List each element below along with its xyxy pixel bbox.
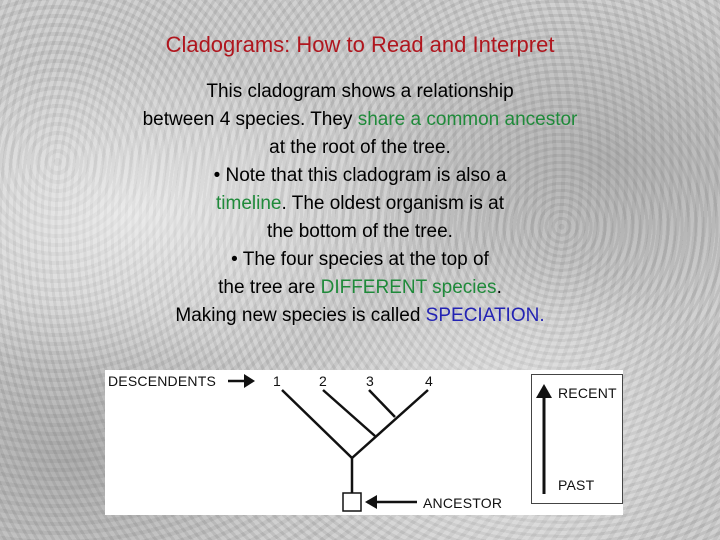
timeline-box — [531, 374, 623, 504]
highlight-speciation: SPECIATION. — [425, 305, 545, 326]
text-line-3: at the root of the tree. — [269, 137, 451, 158]
timeline-arrow-overlay — [536, 384, 552, 494]
past-label: PAST — [558, 477, 595, 493]
highlight-different-species: DIFFERENT species — [320, 277, 497, 298]
text-line-2: between 4 species. They share a common a… — [142, 109, 578, 130]
text-line-8: the tree are DIFFERENT species. — [218, 277, 502, 298]
highlight-common-ancestor: share a common ancestor — [357, 109, 578, 130]
text-line-9: Making new species is called SPECIATION. — [175, 305, 545, 326]
cladogram-diagram: DESCENDENTS 1 2 3 4 ANCESTOR RECENT PAST — [105, 370, 623, 515]
species-3-label: 3 — [366, 373, 374, 389]
branch-species-2 — [322, 389, 376, 437]
branch-species-1 — [281, 389, 353, 459]
descendents-label: DESCENDENTS — [108, 373, 216, 389]
text-line-5: timeline. The oldest organism is at — [216, 193, 504, 214]
species-1-label: 1 — [273, 373, 281, 389]
text-line-7: • The four species at the top of — [231, 249, 489, 270]
ancestor-arrow-head — [365, 495, 377, 509]
timeline-arrow-tip — [536, 384, 552, 398]
slide-title: Cladograms: How to Read and Interpret — [165, 32, 555, 57]
branch-species-3 — [368, 389, 396, 418]
ancestor-label: ANCESTOR — [423, 495, 503, 511]
descendents-arrow-head — [244, 374, 255, 388]
text-line-1: This cladogram shows a relationship — [206, 81, 514, 102]
species-4-label: 4 — [425, 373, 433, 389]
description-text: This cladogram shows a relationship betw… — [60, 78, 660, 330]
ancestor-box — [342, 492, 362, 512]
text-line-4: • Note that this cladogram is also a — [213, 165, 507, 186]
recent-label: RECENT — [558, 385, 617, 401]
species-2-label: 2 — [319, 373, 327, 389]
branch-species-4 — [351, 389, 429, 459]
highlight-timeline: timeline — [216, 193, 282, 214]
text-line-6: the bottom of the tree. — [267, 221, 453, 242]
